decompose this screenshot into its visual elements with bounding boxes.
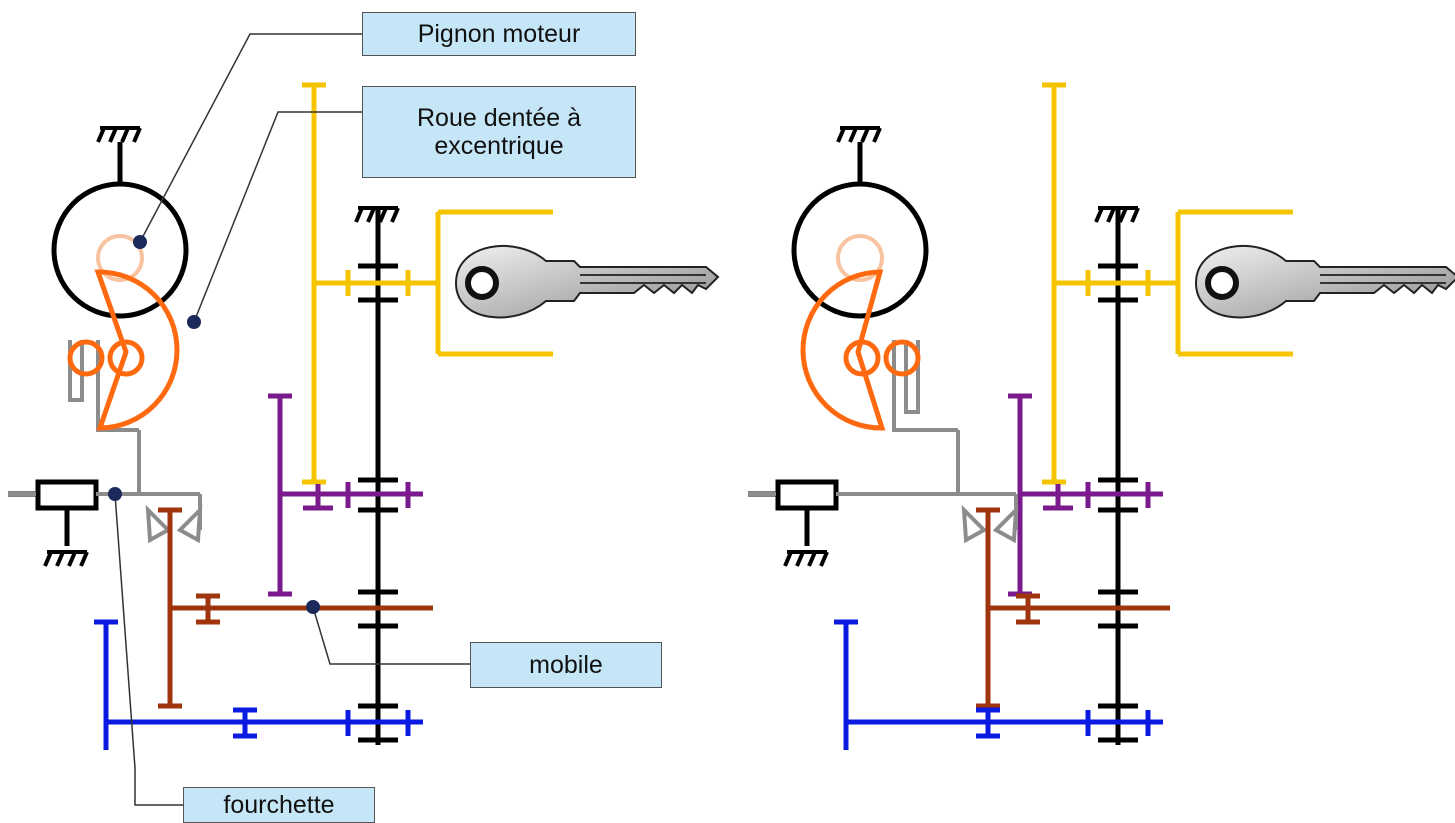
left-diagram <box>8 85 718 750</box>
callout-dots <box>108 235 320 614</box>
eccentric-wheel-right <box>800 269 921 431</box>
label-pignon-moteur-text: Pignon moteur <box>417 20 581 48</box>
label-mobile-text: mobile <box>529 651 603 679</box>
brown-gear-right <box>976 507 1170 709</box>
brown-gear-left <box>158 507 433 709</box>
label-fourchette-text: fourchette <box>223 791 335 819</box>
label-fourchette: fourchette <box>183 787 375 823</box>
callout-leaders <box>114 33 470 806</box>
right-diagram <box>748 85 1455 750</box>
label-roue-dentee: Roue dentée à excentrique <box>362 86 636 178</box>
label-pignon-moteur: Pignon moteur <box>362 12 636 56</box>
label-roue-dentee-line1: Roue dentée à <box>416 104 582 132</box>
label-roue-dentee-line2: excentrique <box>434 132 564 160</box>
label-mobile: mobile <box>470 642 662 688</box>
eccentric-wheel-left <box>67 269 180 431</box>
